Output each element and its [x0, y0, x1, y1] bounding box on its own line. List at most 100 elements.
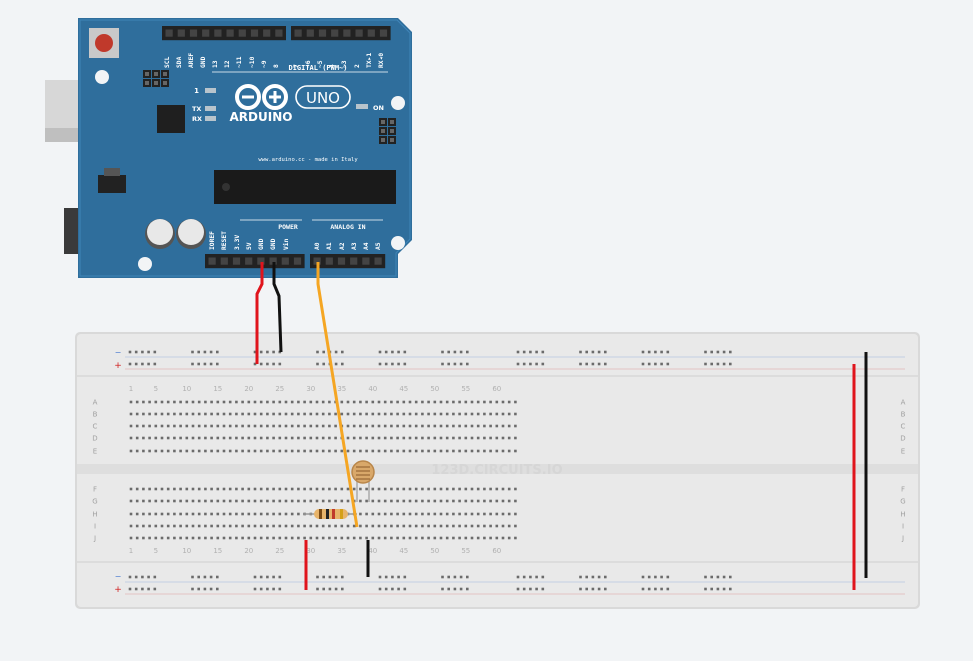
hole[interactable]	[390, 400, 393, 404]
hole[interactable]	[390, 512, 393, 516]
hole[interactable]	[464, 424, 468, 428]
rail-hole[interactable]	[272, 362, 275, 366]
hole[interactable]	[489, 499, 492, 503]
hole[interactable]	[235, 499, 238, 503]
hole[interactable]	[204, 412, 207, 416]
hole[interactable]	[309, 487, 313, 491]
hole[interactable]	[179, 524, 182, 528]
hole[interactable]	[489, 512, 492, 516]
hole[interactable]	[507, 424, 511, 428]
hole[interactable]	[266, 536, 269, 540]
hole[interactable]	[452, 487, 455, 491]
rail-hole[interactable]	[322, 575, 325, 579]
rail-hole[interactable]	[153, 575, 157, 579]
hole[interactable]	[216, 400, 220, 404]
hole[interactable]	[507, 524, 511, 528]
hole[interactable]	[166, 487, 170, 491]
hole[interactable]	[135, 524, 139, 528]
hole[interactable]	[321, 449, 325, 453]
hole[interactable]	[290, 512, 294, 516]
hole[interactable]	[173, 412, 176, 416]
hole[interactable]	[476, 449, 480, 453]
hole[interactable]	[173, 436, 176, 440]
hole[interactable]	[166, 400, 170, 404]
hole[interactable]	[346, 536, 350, 540]
hole[interactable]	[247, 449, 251, 453]
rail-hole[interactable]	[147, 350, 150, 354]
hole[interactable]	[421, 412, 424, 416]
hole[interactable]	[303, 424, 306, 428]
breadboard-holes[interactable]	[128, 350, 732, 591]
rail-hole[interactable]	[516, 587, 520, 591]
hole[interactable]	[222, 487, 226, 491]
rail-hole[interactable]	[322, 350, 325, 354]
hole[interactable]	[402, 436, 406, 440]
hole[interactable]	[464, 512, 468, 516]
rail-hole[interactable]	[660, 350, 663, 354]
hole[interactable]	[216, 449, 220, 453]
hole[interactable]	[303, 499, 306, 503]
hole[interactable]	[309, 436, 313, 440]
hole[interactable]	[359, 400, 362, 404]
hole[interactable]	[321, 499, 325, 503]
hole[interactable]	[266, 412, 269, 416]
hole[interactable]	[340, 499, 344, 503]
hole[interactable]	[408, 424, 412, 428]
rail-hole[interactable]	[591, 362, 595, 366]
hole[interactable]	[247, 412, 251, 416]
rail-hole[interactable]	[710, 350, 713, 354]
hole[interactable]	[433, 499, 437, 503]
hole[interactable]	[129, 449, 133, 453]
hole[interactable]	[433, 424, 437, 428]
hole[interactable]	[148, 512, 151, 516]
rail-hole[interactable]	[334, 350, 338, 354]
hole[interactable]	[235, 424, 238, 428]
rail-hole[interactable]	[259, 587, 263, 591]
hole[interactable]	[185, 449, 189, 453]
rail-hole[interactable]	[722, 350, 726, 354]
hole[interactable]	[315, 487, 319, 491]
hole[interactable]	[328, 487, 331, 491]
hole[interactable]	[402, 499, 406, 503]
hole[interactable]	[483, 512, 486, 516]
hole[interactable]	[185, 412, 189, 416]
rail-hole[interactable]	[441, 575, 444, 579]
hole[interactable]	[427, 400, 430, 404]
breadboard[interactable]: 123D.CIRCUITS.IO 11551010151520202525303…	[75, 332, 920, 609]
hole[interactable]	[278, 412, 282, 416]
header-pin[interactable]	[275, 29, 283, 37]
hole[interactable]	[284, 512, 288, 516]
rail-hole[interactable]	[459, 350, 463, 354]
digital-header[interactable]	[162, 26, 391, 41]
rail-hole[interactable]	[585, 587, 588, 591]
hole[interactable]	[272, 412, 275, 416]
rail-hole[interactable]	[529, 587, 532, 591]
rail-hole[interactable]	[378, 362, 382, 366]
hole[interactable]	[352, 436, 356, 440]
hole[interactable]	[135, 487, 139, 491]
hole[interactable]	[334, 412, 337, 416]
hole[interactable]	[408, 499, 412, 503]
hole[interactable]	[185, 499, 189, 503]
rail-hole[interactable]	[597, 350, 601, 354]
hole[interactable]	[390, 487, 393, 491]
rail-hole[interactable]	[403, 575, 407, 579]
hole[interactable]	[135, 436, 139, 440]
hole[interactable]	[166, 499, 170, 503]
hole[interactable]	[445, 512, 449, 516]
header-pin[interactable]	[293, 257, 302, 265]
hole[interactable]	[421, 536, 424, 540]
hole[interactable]	[278, 436, 282, 440]
hole[interactable]	[303, 400, 306, 404]
hole[interactable]	[210, 449, 213, 453]
hole[interactable]	[160, 436, 164, 440]
hole[interactable]	[501, 449, 505, 453]
hole[interactable]	[439, 400, 443, 404]
hole[interactable]	[290, 499, 294, 503]
rail-hole[interactable]	[722, 362, 726, 366]
rail-hole[interactable]	[579, 350, 582, 354]
rail-hole[interactable]	[403, 587, 407, 591]
hole[interactable]	[483, 499, 486, 503]
hole[interactable]	[501, 499, 505, 503]
hole[interactable]	[377, 524, 381, 528]
